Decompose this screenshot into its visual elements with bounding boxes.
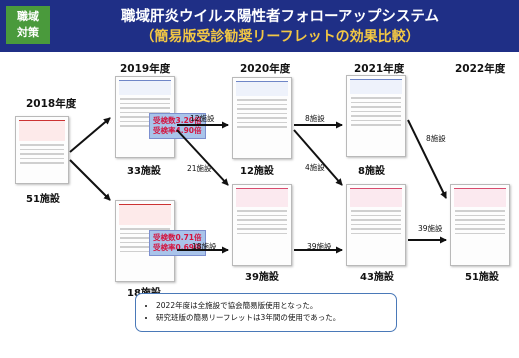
count-2020-bottom: 39施設 (245, 272, 279, 283)
flow-label-e: 4施設 (305, 163, 325, 172)
callout-top-line1: 受検数3.20倍 (153, 116, 202, 125)
leaflet-2021-top (346, 75, 406, 157)
year-2019: 2019年度 (120, 63, 171, 75)
year-2022: 2022年度 (455, 63, 506, 75)
leaflet-2022 (450, 184, 510, 266)
leaflet-2020-bottom (232, 184, 292, 266)
arrow-2019-top-to-2020-bottom (176, 129, 229, 186)
count-2020-top: 12施設 (240, 166, 274, 177)
year-2021: 2021年度 (354, 63, 405, 75)
count-2018: 51施設 (26, 194, 60, 205)
leaflet-2021-bottom (346, 184, 406, 266)
flow-label-g: 8施設 (426, 134, 446, 143)
notes-box: 2022年度は全施設で協会簡易版使用となった。 研究班版の簡易リーフレットは3年… (135, 293, 397, 332)
count-2021-top: 8施設 (358, 166, 385, 177)
note-item: 研究班版の簡易リーフレットは3年間の使用であった。 (156, 312, 396, 324)
leaflet-2020-top (232, 77, 292, 159)
count-2021-bottom: 43施設 (360, 272, 394, 283)
callout-2019-bottom: 受検数0.71倍 受検率0.69倍 (149, 230, 206, 256)
header-banner: 職域 対策 職域肝炎ウイルス陽性者フォローアップシステム （簡易版受診勧奨リーフ… (0, 0, 519, 52)
slide-subtitle: （簡易版受診勧奨リーフレットの効果比較） (140, 29, 420, 45)
callout-bottom-line1: 受検数0.71倍 (153, 233, 202, 242)
note-item: 2022年度は全施設で協会簡易版使用となった。 (156, 300, 396, 312)
category-badge: 職域 対策 (6, 6, 50, 44)
leaflet-2018 (15, 116, 69, 184)
year-2020: 2020年度 (240, 63, 291, 75)
callout-bottom-line2: 受検率0.69倍 (153, 243, 202, 252)
arrow-2020-top-to-2021-bottom (293, 129, 343, 186)
flow-label-b: 21施設 (187, 164, 212, 173)
count-2019-top: 33施設 (127, 166, 161, 177)
badge-line1: 職域 (17, 10, 39, 23)
count-2022: 51施設 (465, 272, 499, 283)
flow-label-a: 12施設 (190, 114, 215, 123)
arrow-2018-to-2019-bottom (69, 159, 111, 201)
flow-label-f: 39施設 (307, 242, 332, 251)
flow-label-h: 39施設 (418, 224, 443, 233)
flow-label-d: 8施設 (305, 114, 325, 123)
flow-label-c: 18施設 (192, 242, 217, 251)
arrow-2018-to-2019-top (69, 117, 111, 153)
year-2018: 2018年度 (26, 98, 77, 110)
arrow-2021-top-to-2022 (407, 119, 447, 199)
slide-title: 職域肝炎ウイルス陽性者フォローアップシステム (121, 9, 439, 25)
badge-line2: 対策 (17, 26, 39, 39)
